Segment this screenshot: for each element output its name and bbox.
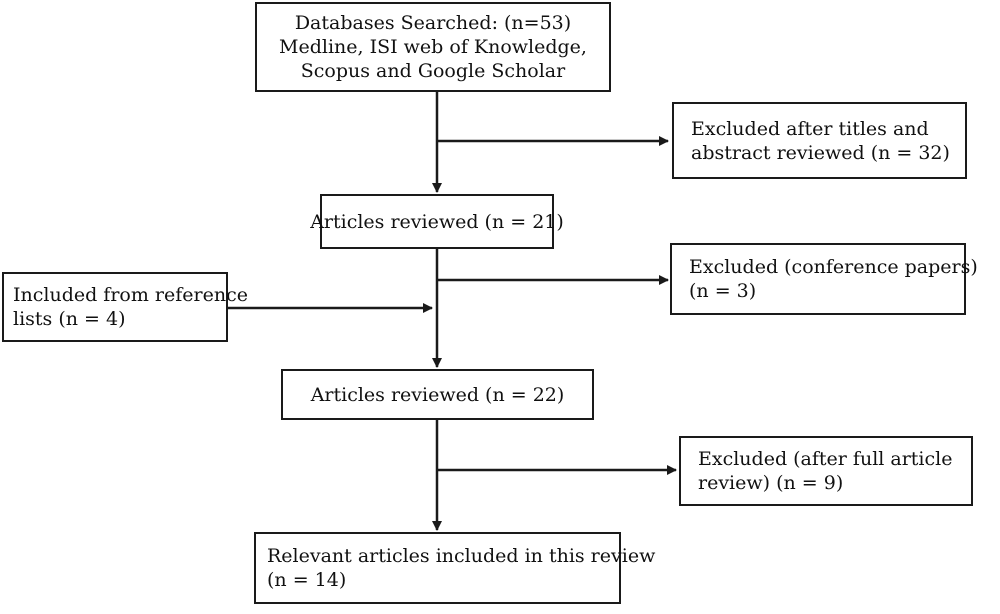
excluded-titles-line-1: Excluded after titles and [691,117,929,140]
included-references-line-1: Included from reference [13,284,248,306]
articles-reviewed-22-label: Articles reviewed (n = 22) [310,383,565,406]
relevant-line-1: Relevant articles included in this revie… [267,545,656,567]
excluded-conference-box: Excluded (conference papers) (n = 3) [670,243,978,315]
databases-line-3: Scopus and Google Scholar [300,60,566,82]
databases-line-1: Databases Searched: (n=53) [294,12,572,34]
databases-searched-box: Databases Searched: (n=53) Medline, ISI … [255,2,611,92]
relevant-articles-box: Relevant articles included in this revie… [254,532,656,604]
relevant-line-2: (n = 14) [267,569,347,591]
excluded-full-line-1: Excluded (after full article [698,448,953,470]
articles-reviewed-22-box: Articles reviewed (n = 22) [281,369,594,420]
articles-reviewed-21-label: Articles reviewed (n = 21) [310,210,564,233]
included-references-box: Included from reference lists (n = 4) [2,272,248,342]
excluded-full-box: Excluded (after full article review) (n … [679,436,973,506]
included-references-line-2: lists (n = 4) [13,308,126,330]
excluded-conference-line-2: (n = 3) [689,280,757,302]
excluded-conference-line-1: Excluded (conference papers) [689,256,978,278]
excluded-titles-box: Excluded after titles and abstract revie… [672,102,967,179]
databases-line-2: Medline, ISI web of Knowledge, [279,36,587,58]
excluded-titles-line-2: abstract reviewed (n = 32) [691,141,950,164]
articles-reviewed-21-box: Articles reviewed (n = 21) [310,194,564,249]
excluded-full-line-2: review) (n = 9) [698,472,844,494]
